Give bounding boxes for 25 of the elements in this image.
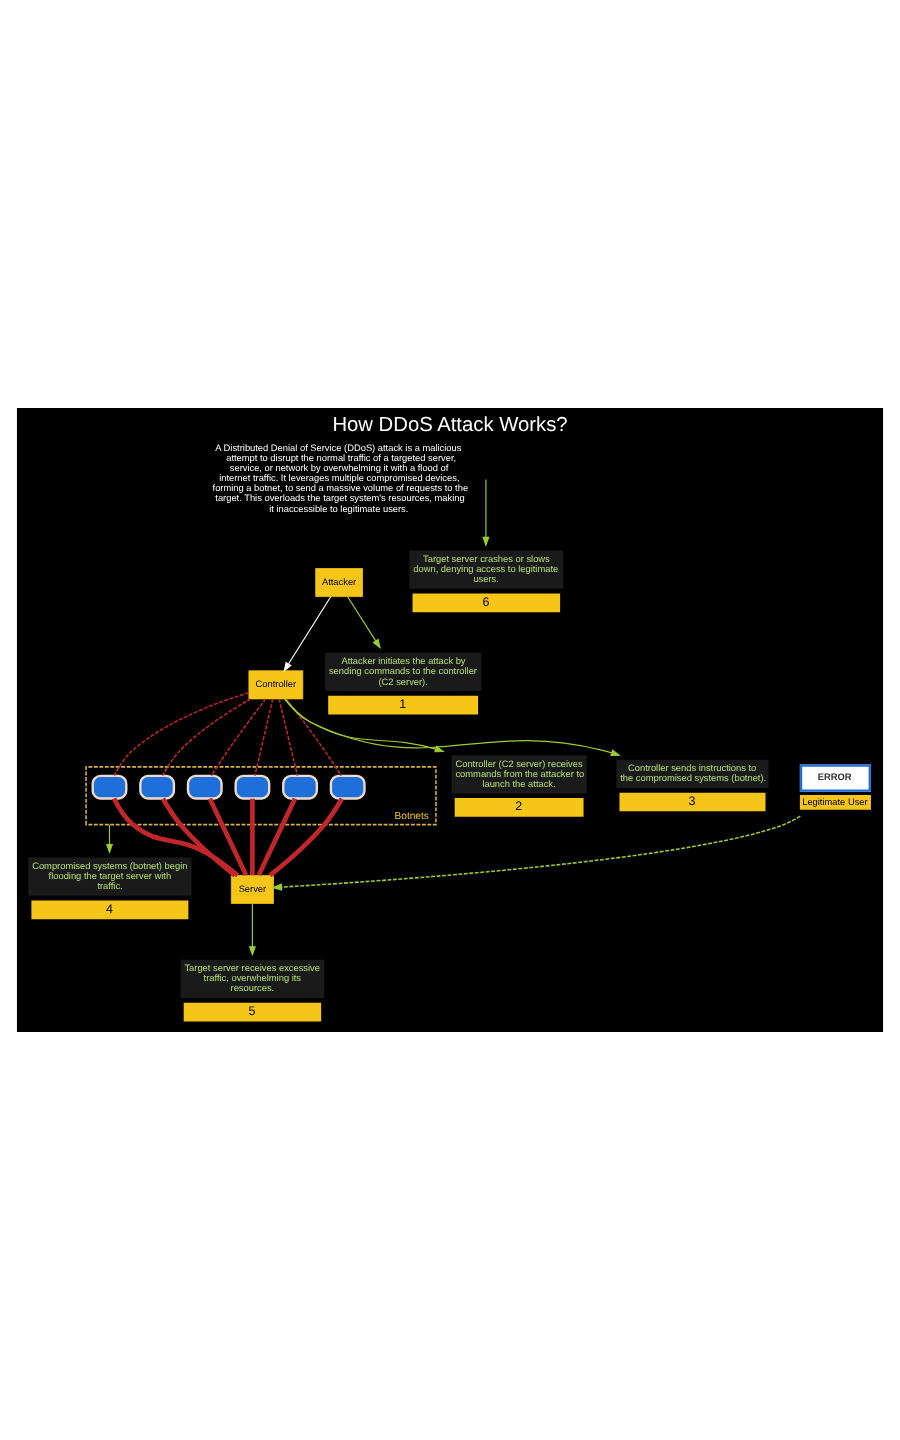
connector	[254, 698, 274, 777]
node-laptop	[91, 774, 128, 800]
arrow	[482, 478, 490, 547]
node-laptop	[186, 774, 223, 800]
node-laptop	[139, 774, 176, 800]
arrow	[283, 596, 332, 673]
connector	[161, 698, 252, 777]
node-laptop	[329, 774, 366, 800]
arrow	[105, 824, 114, 855]
diagram-title: How DDoS Attack Works?	[332, 414, 568, 437]
arrow	[271, 815, 802, 891]
node-laptop	[234, 774, 271, 800]
connector	[256, 797, 298, 877]
arrow	[347, 596, 381, 650]
arrow	[248, 903, 256, 957]
connector	[160, 797, 237, 878]
connector	[285, 698, 342, 777]
connector	[207, 797, 249, 877]
node-laptop	[282, 774, 318, 800]
connector	[111, 797, 240, 878]
connector	[278, 698, 299, 777]
connector	[210, 698, 267, 777]
connector	[268, 797, 344, 878]
connector	[250, 798, 255, 876]
connector	[113, 691, 250, 777]
